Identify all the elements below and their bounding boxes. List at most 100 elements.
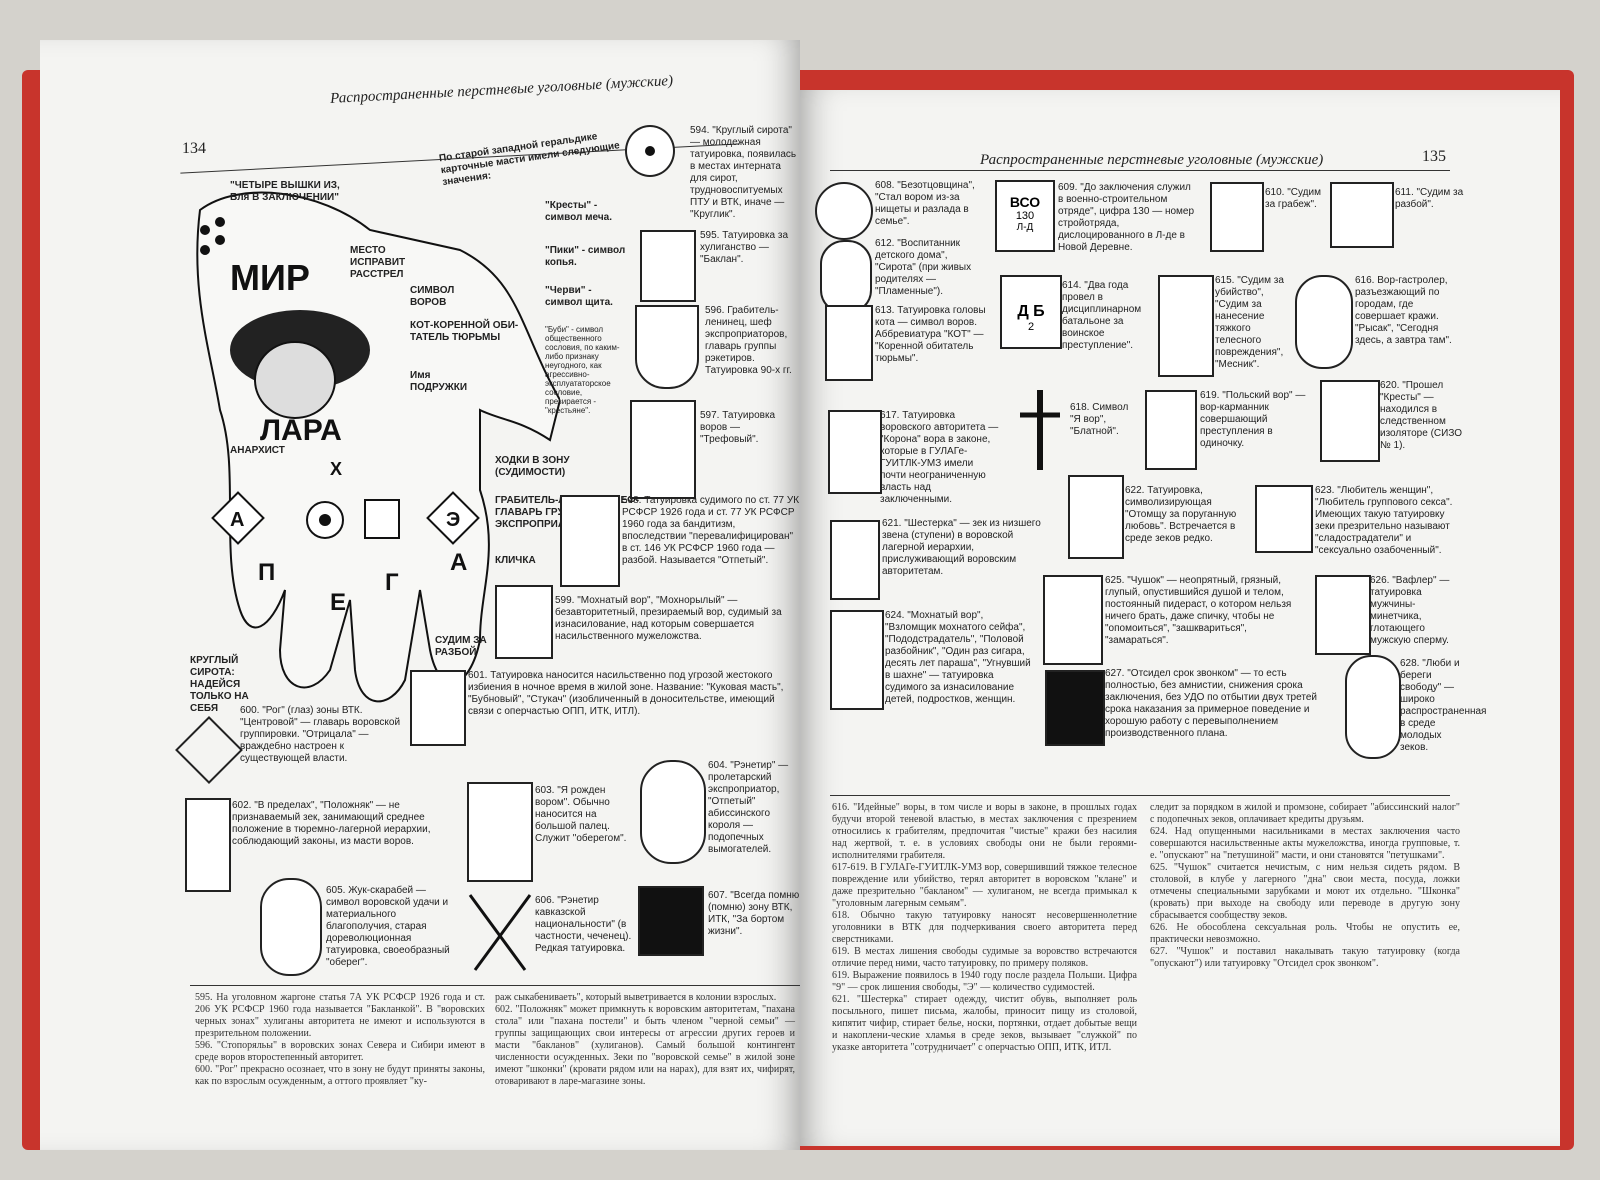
kot-label: КОТ-КОРЕННОЙ ОБИ-ТАТЕЛЬ ТЮРЬМЫ [410,320,519,343]
footnote: 619. Выражение появилось в 1940 году пос… [832,970,1137,993]
caption-605: 605. Жук-скарабей — символ воровской уда… [326,885,450,968]
footnote: 625. "Чушок" считается нечистым, с ним н… [1150,862,1460,921]
cross-diamond-icon [185,798,231,892]
caption-595: 595. Татуировка за хулиганство — "Баклан… [700,230,789,265]
klichka-label: КЛИЧКА [495,555,536,566]
dice-dot-icon [215,217,225,227]
caption-609: 609. "До заключения служил в военно-стро… [1058,182,1195,253]
ring-e-text: Э [446,509,460,531]
spade-card-icon [560,495,620,587]
suit-heart: "Черви" - символ щита. [545,285,613,308]
finger-letter: Е [330,589,346,616]
caption-625: 625. "Чушок" — неопрятный, грязный, глуп… [1105,575,1292,646]
vor-cross-icon [1020,390,1060,470]
vso-icon: ВСО 130 Л-Д [995,180,1055,252]
right-header-rule [830,170,1450,171]
caption-612: 612. "Воспитанник детского дома", "Сирот… [875,238,972,297]
right-page-number: 135 [1422,148,1446,165]
shield-e-icon [635,305,699,389]
cat-head-icon [254,341,336,419]
dice-dot-icon [215,235,225,245]
finger-letter: Г [385,569,399,596]
heart-card-icon [495,585,553,659]
cat-head-box-icon [825,305,873,381]
church-icon [467,782,533,882]
footnote: 596. "Стопоряльы" в воровских зонах Севе… [195,1040,485,1063]
cross-robbery-icon [1210,182,1264,252]
caption-596: 596. Грабитель-ленинец, шеф экспроприато… [705,305,792,376]
scarab-icon [260,878,322,976]
polish-thief-icon [1145,390,1197,470]
caption-617: 617. Татуировка воровского авторитета — … [880,410,999,505]
anarkhist-label: АНАРХИСТ [230,445,285,456]
suit-diamond: "Буби" - символ общественного сословия, … [545,325,620,415]
caption-611: 611. "Судим за разбой". [1395,187,1464,210]
dice-dot-icon [200,225,210,235]
vso-text: ВСО [1009,194,1041,210]
vso-city: Л-Д [1016,222,1034,233]
ring-circle-dot [319,514,331,526]
orphanage-oval-icon [820,240,872,314]
footnote: 617-619. В ГУЛАГе-ГУИТЛК-УМЗ вор, соверш… [832,862,1137,909]
caption-623: 623. "Любитель женщин", "Любитель группо… [1315,485,1453,556]
caption-606: 606. "Рэнетир кавказской национальности"… [535,895,632,954]
swastika-diamond-icon [175,710,243,790]
heart-daggers-icon [1068,475,1124,559]
lara-text: ЛАРА [260,414,342,447]
right-page: Распространенные перстневые уголовные (м… [800,90,1560,1146]
caption-610: 610. "Судим за грабеж". [1265,187,1321,210]
left-page-header: Распространенные перстневые уголовные (м… [329,73,674,107]
footnote: 618. Обычно такую татуировку наносят нес… [832,910,1137,945]
caption-614: 614. "Два года провел в дисциплинарном б… [1062,280,1142,351]
left-page: Распространенные перстневые уголовные (м… [40,40,800,1150]
caption-608: 608. "Безотцовщина", "Стал вором из-за н… [875,180,975,227]
dab-number: 2 [1027,321,1035,333]
caption-626: 626. "Вафлер" — татуировка мужчины-минет… [1370,575,1450,646]
sudim-label: СУДИМ ЗА РАЗБОЙ [435,635,487,658]
caption-616: 616. Вор-гастролер, разъезжающий по горо… [1355,275,1452,346]
khodki-label: ХОДКИ В ЗОНУ (СУДИМОСТИ) [495,455,570,478]
imya-podrugi-label: Имя ПОДРУЖКИ [410,370,468,393]
footnote: 616. "Идейные" воры, в том числе и воры … [832,802,1137,861]
birds-oval-icon [1345,655,1401,759]
snake-dagger-icon [1158,275,1214,377]
dab-icon: Д Б 2 [1000,275,1062,349]
dab-b: Б [1033,303,1045,320]
sirota-label: КРУГЛЫЙ СИРОТА: НАДЕЙСЯ ТОЛЬКО НА СЕБЯ [190,655,249,714]
caption-594: 594. "Круглый сирота" — молодежная татуи… [690,125,797,220]
caption-624: 624. "Мохнатый вор", "Взломщик мохнатого… [885,610,1031,705]
dab-d: Д [1017,303,1029,320]
caption-607: 607. "Всегда помню (помню) зону ВТК, ИТК… [708,890,800,937]
caption-602: 602. "В пределах", "Положняк" — не призн… [232,800,431,847]
footnote: 595. На уголовном жаргоне статья 7А УК Р… [195,992,485,1039]
hand-illustration: МИР ЛАРА X А Э П Е Г А [196,191,560,703]
footnote: следит за порядком в жилой и промзоне, с… [1150,802,1460,825]
half-black-icon [1043,575,1103,665]
footnote: 624. Над опущенными насильниками в места… [1150,826,1460,861]
four-dice-label: "ЧЕТЫРЕ ВЫШКИ ИЗ, Бля В ЗАКЛЮЧЕНИИ" [230,180,340,203]
skull-robbery-icon [1330,182,1394,248]
caption-618: 618. Символ "Я вор", "Блатной". [1070,402,1129,437]
left-page-number: 134 [182,140,206,157]
black-square-icon [1045,670,1105,746]
mir-text: МИР [230,257,310,298]
mesto-label: МЕСТО ИСПРАВИТ РАССТРЕЛ [350,245,406,280]
suit-cross: "Кресты" - символ меча. [545,200,612,223]
diagonal-dots-icon [1315,575,1371,655]
caption-600: 600. "Рог" (глаз) зоны ВТК. "Центровой" … [240,705,401,764]
left-footnote-rule [190,985,800,986]
caption-620: 620. "Прошел "Кресты" — находился в след… [1380,380,1463,451]
six-pips-icon [830,520,880,600]
card-split-icon [830,610,884,710]
ring-a-text: А [230,509,244,531]
x-mark-text: X [330,459,342,479]
right-footnotes-col1: 616. "Идейные" воры, в том числе и воры … [832,802,1137,1054]
skull-crossbones-icon [640,230,696,302]
club-cross-icon [630,400,696,499]
caption-601: 601. Татуировка наносится насильственно … [468,670,784,717]
caption-613: 613. Татуировка головы кота — символ вор… [875,305,986,364]
arrow-oval-icon [1295,275,1353,369]
finger-letter: А [450,549,467,576]
caption-628: 628. "Люби и береги свободу" — широко ра… [1400,658,1487,753]
round-orphan-icon [625,125,675,177]
